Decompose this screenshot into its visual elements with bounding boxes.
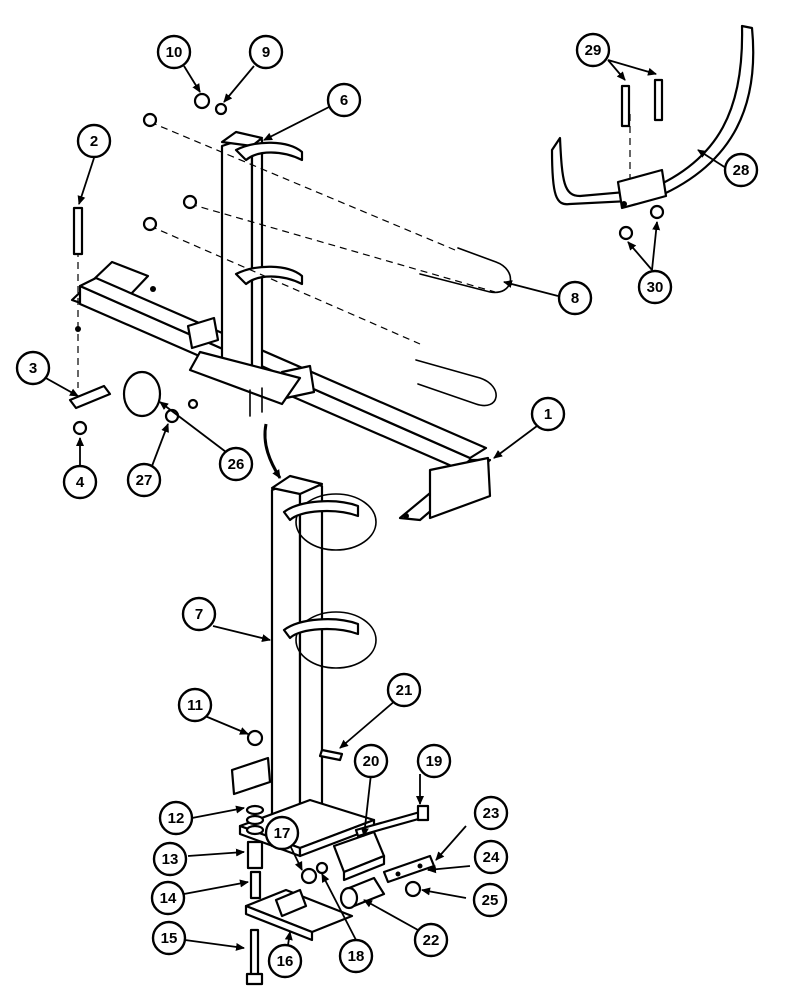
callout-7: 7 <box>181 596 217 632</box>
u-bolt-upper <box>419 247 512 294</box>
callout-label-16: 16 <box>277 953 294 970</box>
u-bolt-lower <box>415 359 497 407</box>
callout-14: 14 <box>150 880 186 916</box>
strap-plate <box>68 384 112 410</box>
callout-label-12: 12 <box>168 810 185 827</box>
callout-label-27: 27 <box>136 472 153 489</box>
hex-nut-25 <box>404 880 422 898</box>
callout-label-29: 29 <box>585 42 602 59</box>
callout-label-11: 11 <box>187 697 203 714</box>
callout-16: 16 <box>267 943 303 979</box>
callout-21: 21 <box>386 672 422 708</box>
callout-label-14: 14 <box>160 890 177 907</box>
callout-label-17: 17 <box>274 825 291 842</box>
callout-9: 9 <box>248 34 284 70</box>
bolts-29 <box>620 78 664 128</box>
callout-label-26: 26 <box>228 456 245 473</box>
assembly-arrow <box>263 423 282 479</box>
callout-11: 11 <box>177 687 213 723</box>
callout-label-22: 22 <box>423 932 440 949</box>
callout-label-30: 30 <box>647 279 664 296</box>
mount-bracket-16 <box>244 888 354 942</box>
callout-label-10: 10 <box>166 44 183 61</box>
leader-lines <box>43 59 727 951</box>
callout-label-9: 9 <box>262 44 270 61</box>
hex-nut-17 <box>300 867 318 885</box>
callout-22: 22 <box>413 922 449 958</box>
callout-8: 8 <box>557 280 593 316</box>
callout-27: 27 <box>126 462 162 498</box>
callout-label-23: 23 <box>483 805 500 822</box>
hex-nut-4 <box>72 420 88 436</box>
callout-19: 19 <box>416 743 452 779</box>
callout-label-7: 7 <box>195 606 203 623</box>
callout-12: 12 <box>158 800 194 836</box>
lower-post <box>270 474 377 848</box>
bracket-20 <box>332 830 386 882</box>
assembly-lines <box>77 114 631 388</box>
callout-label-18: 18 <box>348 948 365 965</box>
plate-23 <box>382 854 436 884</box>
callout-4: 4 <box>62 464 98 500</box>
callout-17: 17 <box>264 815 300 851</box>
hex-nut-11 <box>246 729 264 747</box>
callout-label-25: 25 <box>482 892 499 909</box>
washers-12 <box>245 804 265 836</box>
callout-29: 29 <box>575 32 611 68</box>
callout-2: 2 <box>76 123 112 159</box>
callout-13: 13 <box>152 841 188 877</box>
callout-24: 24 <box>473 839 509 875</box>
hex-nuts-upper <box>142 92 228 232</box>
callout-10: 10 <box>156 34 192 70</box>
callout-15: 15 <box>151 920 187 956</box>
washer-26 <box>187 398 199 410</box>
callout-label-28: 28 <box>733 162 750 179</box>
washer-18 <box>315 861 329 875</box>
callout-label-19: 19 <box>426 753 443 770</box>
callout-label-2: 2 <box>90 133 98 150</box>
callout-25: 25 <box>472 882 508 918</box>
callout-20: 20 <box>353 743 389 779</box>
bolt-19 <box>354 804 430 838</box>
callout-label-13: 13 <box>162 851 179 868</box>
callout-label-8: 8 <box>571 290 579 307</box>
callout-label-1: 1 <box>544 406 552 423</box>
callout-3: 3 <box>15 350 51 386</box>
hex-nuts-30 <box>618 204 665 241</box>
callout-23: 23 <box>473 795 509 831</box>
bushing-22 <box>339 876 386 910</box>
guard-bar <box>550 24 755 210</box>
spacer-13 <box>246 840 264 870</box>
callout-6: 6 <box>326 82 362 118</box>
callout-label-20: 20 <box>363 753 380 770</box>
callout-28: 28 <box>723 152 759 188</box>
callout-label-15: 15 <box>161 930 178 947</box>
callout-30: 30 <box>637 269 673 305</box>
cap <box>122 370 162 418</box>
callout-label-3: 3 <box>29 360 37 377</box>
bolt-2 <box>72 206 84 256</box>
callout-label-4: 4 <box>76 474 85 491</box>
bolt-15 <box>245 928 264 986</box>
upper-post <box>186 130 316 417</box>
callout-label-24: 24 <box>483 849 500 866</box>
callout-1: 1 <box>530 396 566 432</box>
callout-label-6: 6 <box>340 92 348 109</box>
bolt-21 <box>318 748 344 762</box>
pin-14 <box>249 870 262 900</box>
callout-18: 18 <box>338 938 374 974</box>
callout-label-21: 21 <box>396 682 413 699</box>
callout-26: 26 <box>218 446 254 482</box>
